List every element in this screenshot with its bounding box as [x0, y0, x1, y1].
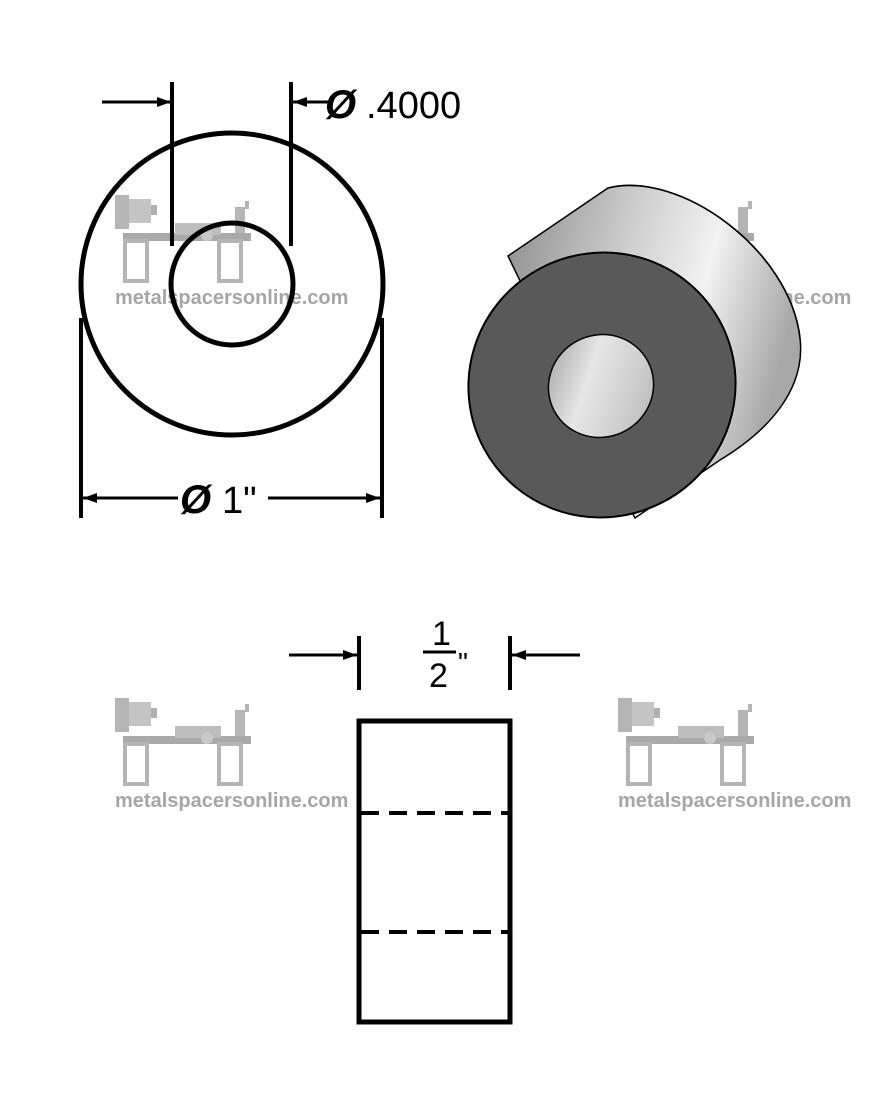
lathe-icon — [113, 193, 253, 283]
outer-circle — [78, 130, 386, 438]
side-view: 1 2 " — [289, 615, 580, 1025]
outer-diameter-label: 1" — [222, 480, 257, 522]
diameter-symbol: Ø — [325, 83, 358, 127]
isometric-view — [467, 184, 802, 520]
side-view-outline — [356, 718, 513, 1025]
lathe-icon — [113, 696, 253, 786]
inner-circle — [168, 220, 296, 348]
inner-diameter-label: .4000 — [366, 85, 461, 127]
bore-hole — [547, 333, 655, 439]
diameter-symbol: Ø — [180, 478, 213, 522]
watermark-bottom-right: metalspacersonline.com — [616, 696, 851, 812]
length-unit: " — [458, 647, 468, 678]
front-view: Ø .4000 Ø 1" — [78, 82, 461, 522]
watermark-bottom-left: metalspacersonline.com — [113, 696, 348, 812]
watermark-text: metalspacersonline.com — [115, 790, 348, 812]
length-denominator: 2 — [429, 657, 448, 695]
length-numerator: 1 — [432, 615, 451, 653]
watermark-text: metalspacersonline.com — [115, 287, 348, 309]
watermark-top-left: metalspacersonline.com — [113, 193, 348, 309]
lathe-icon — [616, 696, 756, 786]
watermark-text: metalspacersonline.com — [618, 790, 851, 812]
